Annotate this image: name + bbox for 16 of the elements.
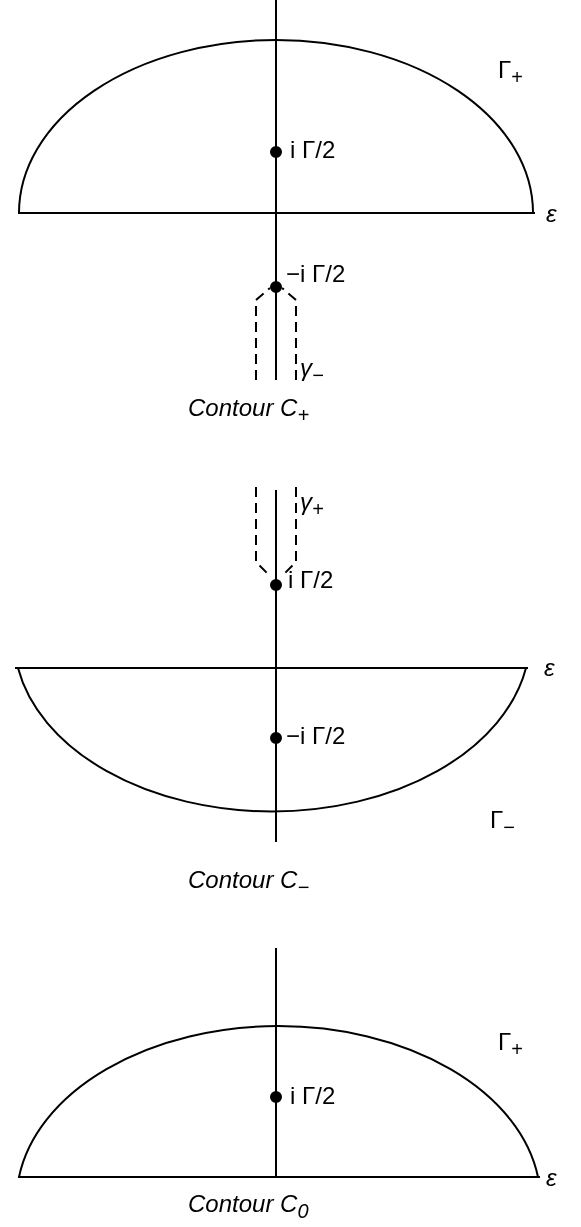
contour-label: γ$_{+}$ [300,490,324,519]
pole-label: −i Γ/2 [286,262,346,286]
axis-label: ε [544,656,555,680]
pole-label: i Γ/2 [288,568,334,592]
axis-label: ε [546,202,557,226]
contour-label: Γ$_{−}$ [490,808,515,837]
contour-caption: Contour C$_{−}$ [188,868,310,897]
pole-label: i Γ/2 [290,1084,336,1108]
contour-caption: Contour C$_{0}$ [188,1192,309,1221]
contour-label: Γ$_{+}$ [498,1030,523,1059]
pole-label: i Γ/2 [290,138,336,162]
contour-caption: Contour C$_{+}$ [188,396,310,425]
contour-label: γ$_{−}$ [300,356,324,385]
contour-label: Γ$_{+}$ [498,58,523,87]
pole-label: −i Γ/2 [286,724,346,748]
axis-label: ε [546,1166,557,1190]
